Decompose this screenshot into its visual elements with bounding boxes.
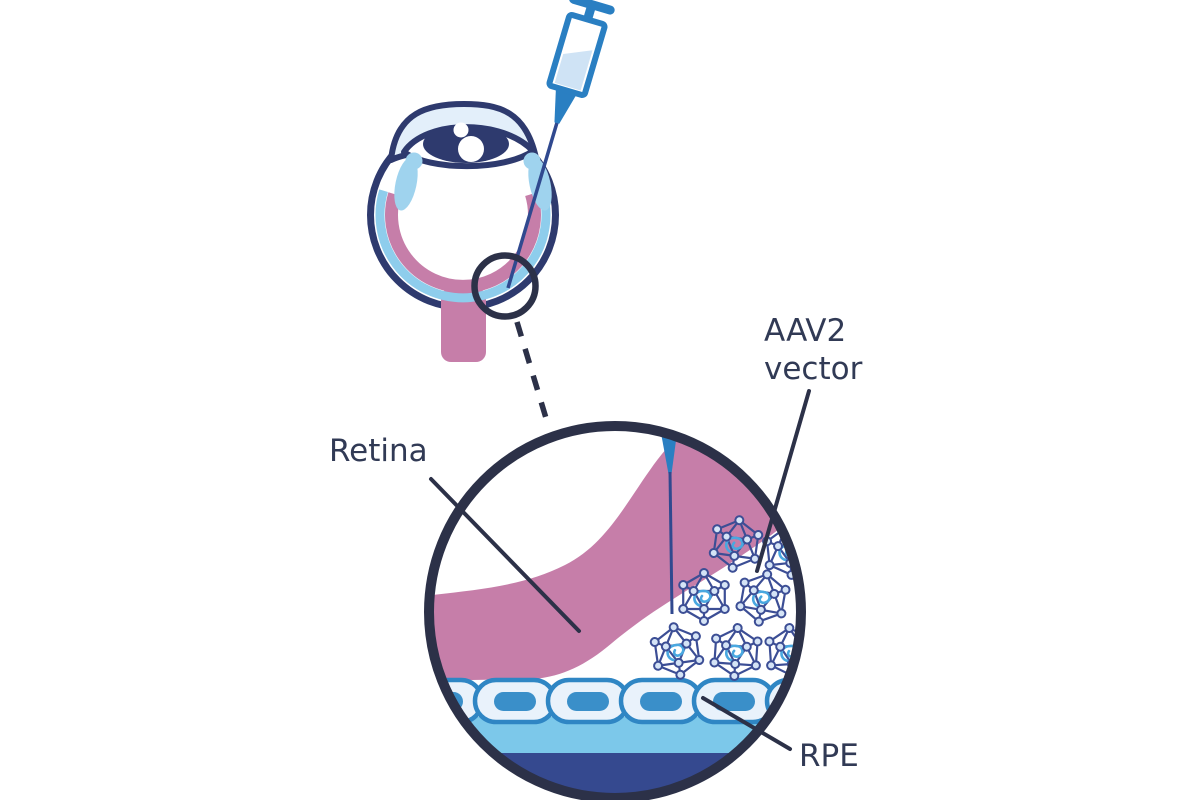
needle-in-magnified-view — [661, 433, 677, 615]
leader-line-rpe — [701, 696, 792, 751]
pupil-highlight-small — [453, 122, 469, 138]
label-aav2-line1: AAV2 — [764, 313, 846, 349]
leader-line-retina — [429, 477, 581, 633]
rpe-cell — [691, 677, 777, 725]
label-retina: Retina — [329, 433, 428, 469]
ciliary-body-left — [394, 152, 423, 211]
syringe — [506, 0, 615, 289]
needle-shaft-magnified — [661, 433, 677, 474]
needle-tip-line — [668, 471, 674, 615]
syringe-plunger-handle — [569, 0, 615, 15]
rpe-cell — [472, 677, 558, 725]
injection-site-circle — [471, 252, 539, 320]
label-rpe: RPE — [799, 738, 859, 774]
magnified-view — [424, 421, 806, 800]
label-aav2-vector: AAV2 vector — [764, 313, 863, 387]
eye-cross-section — [367, 101, 559, 362]
syringe-liquid — [554, 50, 593, 91]
label-aav2-line2: vector — [764, 351, 863, 387]
syringe-plunger-rod — [582, 6, 596, 22]
magnified-view-ring — [424, 421, 806, 800]
sclera-inner-ring — [375, 189, 551, 303]
syringe-cone — [554, 87, 578, 124]
rpe-cell — [545, 677, 631, 725]
rpe-cell — [618, 677, 704, 725]
magnifier-dashed-line — [514, 321, 552, 429]
pupil-highlight-large — [458, 136, 484, 162]
optic-nerve — [441, 288, 486, 362]
retina-choroid-ring — [385, 192, 541, 293]
leader-line-aav2-vector — [755, 389, 811, 573]
